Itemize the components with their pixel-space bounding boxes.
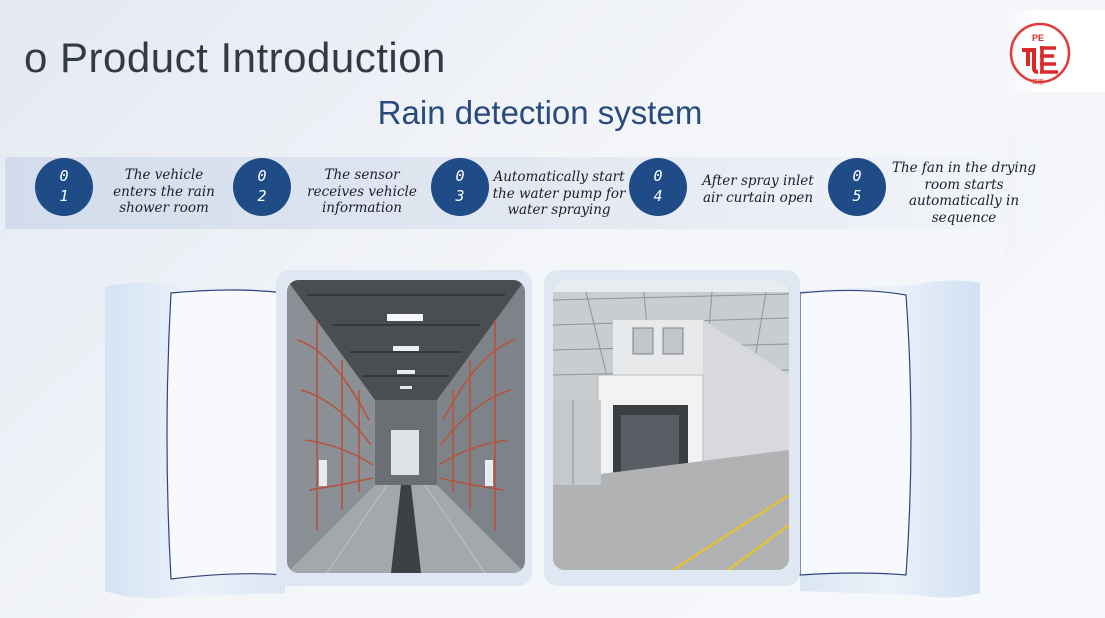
decorative-frame-left	[105, 282, 286, 599]
svg-text:PE: PE	[1032, 33, 1044, 43]
slide-title: o Product Introduction	[24, 34, 446, 81]
svg-text:正能: 正能	[1032, 78, 1044, 86]
decorative-frame-right	[799, 280, 980, 598]
step-label-3: Automatically start the water pump for w…	[492, 169, 626, 218]
rain-tunnel-interior-photo	[287, 280, 525, 573]
rain-booth-exterior-photo	[553, 280, 789, 570]
step-label-1: The vehicle enters the rain shower room	[113, 167, 215, 216]
section-subtitle: Rain detection system	[377, 94, 703, 131]
company-logo: PE 正能	[1006, 10, 1105, 92]
step-label-4: After spray inlet air curtain open	[702, 173, 814, 206]
step-label-2: The sensor receives vehicle information	[307, 167, 417, 216]
step-label-5: The fan in the drying room starts automa…	[891, 160, 1037, 226]
